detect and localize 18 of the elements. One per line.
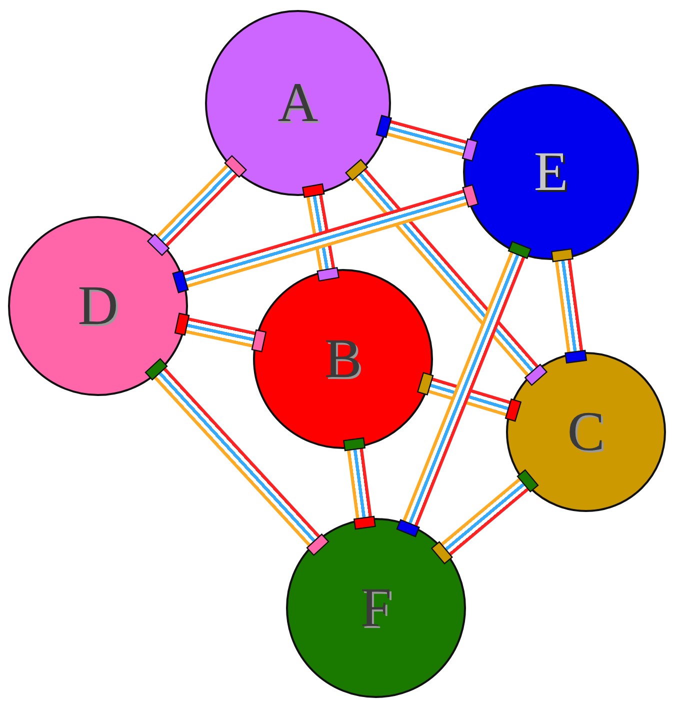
connector-bundle [184,317,257,348]
connector-bundle [155,164,238,248]
connector-bundle [153,366,321,548]
node-label: D [78,278,118,334]
connector-bundle [554,258,584,354]
connector-bundle [440,477,530,556]
node-label: F [360,580,392,636]
node-label: B [324,331,362,387]
connector-bundle [306,193,336,272]
connector-bundle [386,120,468,157]
node-label: A [278,75,318,131]
node-label: C [567,404,605,460]
connector-bundle [346,447,372,520]
connector-bundle [353,168,540,378]
connector-bundle [402,250,526,528]
connector-bundle [426,377,512,417]
node-label: E [534,144,568,200]
connector-bundle [182,189,469,288]
